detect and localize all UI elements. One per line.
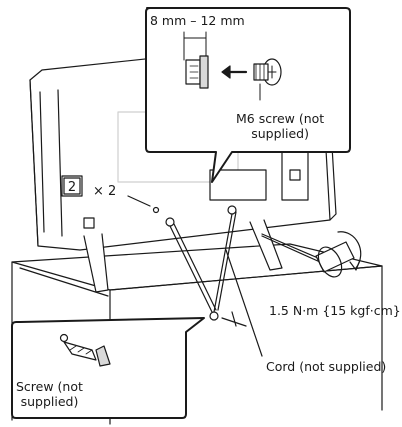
cord-loop-icon bbox=[165, 205, 263, 357]
wood-screw-icon bbox=[59, 333, 111, 367]
m6-screw-icon bbox=[253, 58, 282, 101]
rotation-arrow-icon bbox=[337, 231, 362, 271]
dimension-label: 8 mm – 12 mm bbox=[150, 13, 245, 28]
m6-screw-label-line1: M6 screw (not bbox=[236, 111, 325, 126]
screw-callout bbox=[11, 317, 205, 419]
bench-screw bbox=[221, 311, 247, 327]
step-number: 2 bbox=[68, 180, 76, 195]
screw-label: Screw (not supplied) bbox=[16, 379, 83, 409]
quantity-label: × 2 bbox=[93, 184, 117, 199]
screw-label-line2: supplied) bbox=[20, 394, 79, 409]
screwdriver-icon bbox=[261, 233, 355, 278]
screw-label-line1: Screw (not bbox=[16, 379, 83, 394]
m6-screw-label-line2: supplied) bbox=[251, 126, 309, 141]
step-number-box-icon bbox=[61, 175, 83, 197]
cord-label: Cord (not supplied) bbox=[266, 359, 387, 374]
step-pointer bbox=[127, 195, 151, 207]
torque-label: 1.5 N·m {15 kgf·cm} bbox=[269, 303, 401, 318]
m6-screw-callout bbox=[145, 7, 351, 183]
m6-screw-label: M6 screw (not supplied) bbox=[236, 111, 324, 141]
